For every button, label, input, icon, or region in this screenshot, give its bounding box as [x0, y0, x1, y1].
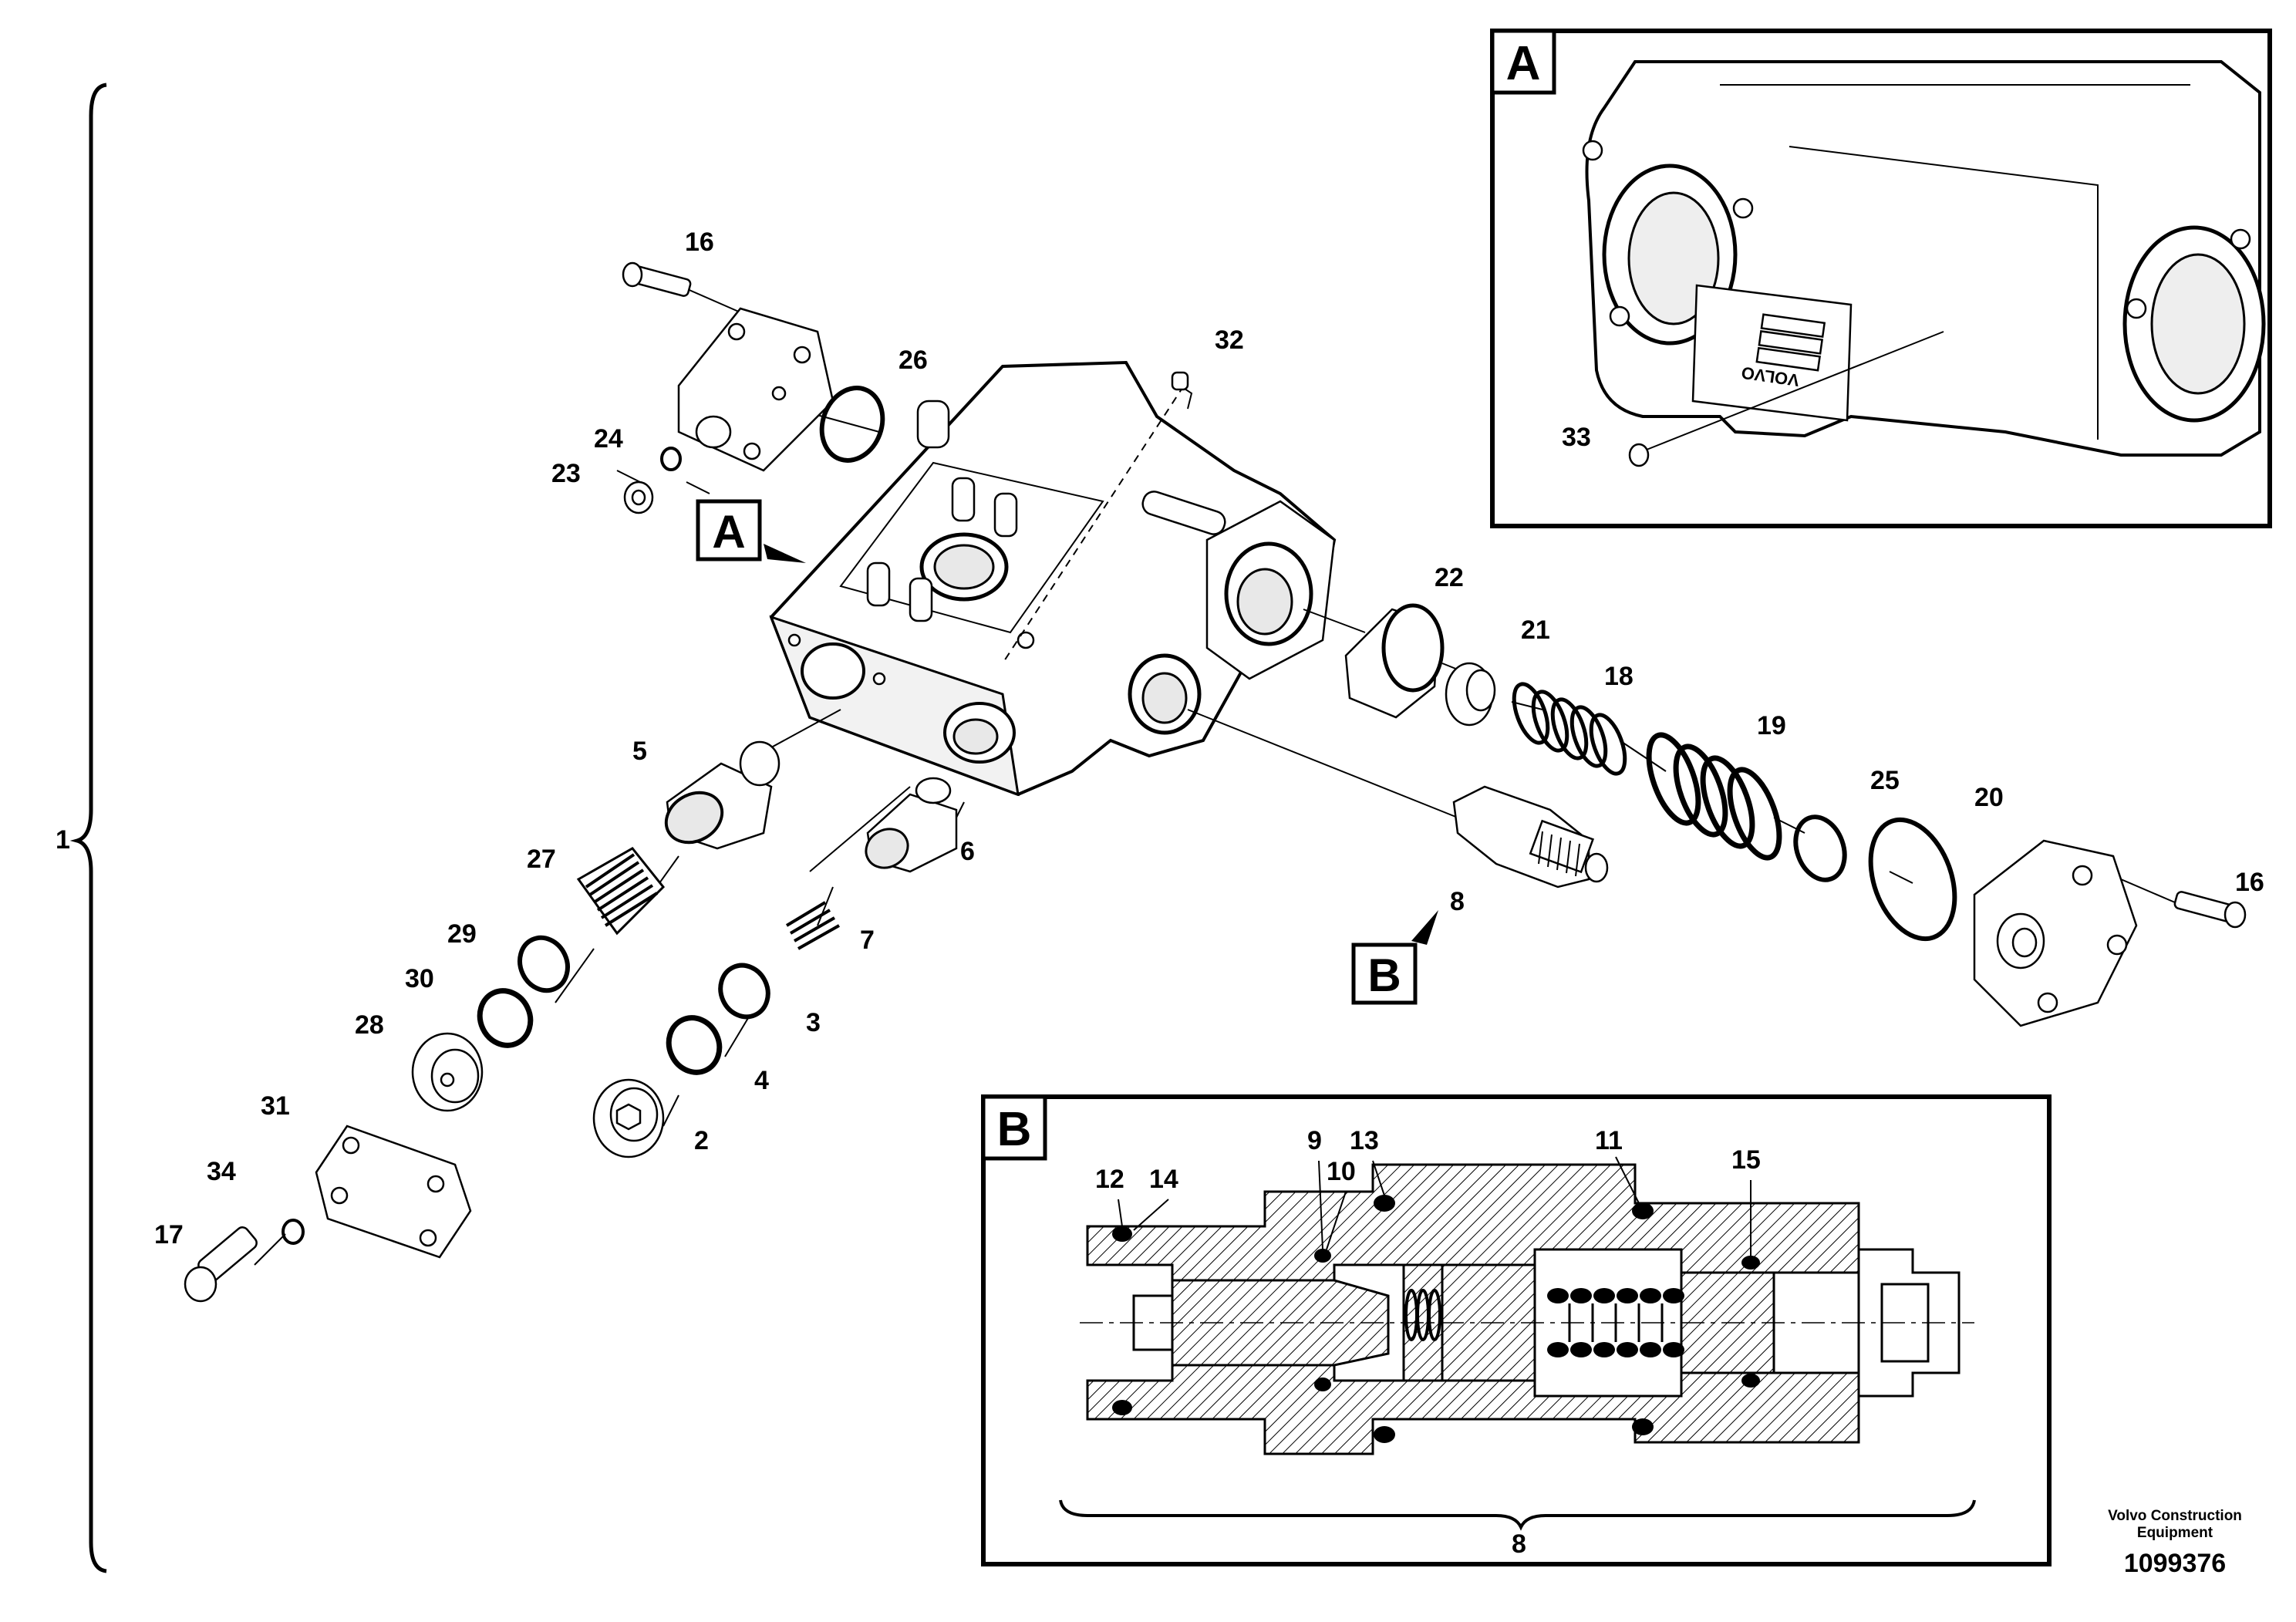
callout-19: 19 — [1757, 711, 1786, 740]
cover-31 — [315, 1125, 472, 1259]
callout-34: 34 — [207, 1157, 236, 1186]
spring-27 — [576, 847, 666, 936]
callout-6: 6 — [960, 837, 975, 866]
svg-text:A: A — [712, 506, 745, 558]
callout-1: 1 — [56, 825, 70, 855]
inset-a: A VOLVO 33 — [1490, 29, 2272, 528]
credit-line1: Volvo Construction — [2108, 1508, 2242, 1524]
cover-right — [1973, 839, 2138, 1027]
callout-33: 33 — [1562, 423, 1591, 452]
callout-25: 25 — [1870, 766, 1900, 795]
callout-8b: 8 — [1512, 1529, 1526, 1559]
callout-28: 28 — [355, 1010, 384, 1040]
sleeve-22 — [1344, 603, 1445, 719]
svg-text:B: B — [1367, 949, 1401, 1001]
ring-3 — [718, 963, 770, 1020]
svg-text:A: A — [1506, 37, 1541, 90]
callout-7: 7 — [860, 926, 875, 955]
inset-b: B — [981, 1094, 2052, 1566]
callout-21: 21 — [1521, 615, 1550, 645]
callout-20: 20 — [1974, 783, 2004, 812]
callout-3: 3 — [806, 1008, 821, 1037]
callout-9: 9 — [1307, 1126, 1322, 1155]
ring-25 — [1793, 814, 1847, 882]
callout-24: 24 — [594, 424, 623, 454]
callout-29: 29 — [447, 919, 477, 949]
ring-29 — [518, 935, 570, 993]
ring-4 — [666, 1015, 723, 1075]
spring-19 — [1646, 732, 1782, 861]
plug-32 — [1171, 371, 1189, 391]
view-label-a-main: A — [696, 499, 806, 563]
seat-21 — [1445, 662, 1496, 727]
callout-8: 8 — [1450, 887, 1465, 916]
callout-12: 12 — [1095, 1165, 1124, 1194]
plug-2 — [592, 1078, 665, 1158]
callout-27: 27 — [527, 845, 556, 874]
spring-18 — [1512, 682, 1627, 776]
svg-text:B: B — [997, 1103, 1032, 1156]
spring-7 — [785, 901, 840, 950]
callout-26: 26 — [899, 346, 928, 375]
piston-5 — [664, 740, 781, 850]
callout-18: 18 — [1604, 662, 1633, 691]
callout-14: 14 — [1149, 1165, 1178, 1194]
callout-32: 32 — [1215, 325, 1244, 355]
callout-31: 31 — [261, 1091, 290, 1121]
publisher-credit: Volvo Construction Equipment — [2082, 1508, 2267, 1542]
relief-cartridge-8 — [1452, 785, 1609, 889]
o-ring-20 — [1868, 817, 1957, 942]
washer-34 — [282, 1219, 305, 1245]
credit-line2: Equipment — [2136, 1525, 2213, 1541]
plug-28 — [411, 1032, 484, 1112]
callout-23: 23 — [551, 459, 581, 488]
callout-10: 10 — [1327, 1157, 1356, 1186]
cover-top — [677, 307, 834, 472]
piston-6 — [865, 777, 958, 873]
assembly-brace — [69, 83, 107, 1573]
callout-16a: 16 — [685, 228, 714, 257]
plug-23 — [623, 481, 654, 514]
bolt-16-right — [2173, 891, 2247, 929]
callout-5: 5 — [632, 737, 647, 766]
callout-17: 17 — [154, 1220, 184, 1249]
callout-4: 4 — [754, 1066, 769, 1095]
bolt-17 — [184, 1226, 258, 1303]
o-ring-26 — [819, 386, 885, 463]
view-label-b-main: B — [1351, 910, 1438, 1005]
callout-13: 13 — [1350, 1126, 1379, 1155]
document-number: 1099376 — [2123, 1549, 2227, 1578]
ring-30 — [477, 988, 534, 1048]
cartridge-section — [1080, 1163, 1974, 1455]
washer-24 — [660, 447, 682, 471]
callout-22: 22 — [1435, 563, 1464, 592]
callout-2: 2 — [694, 1126, 709, 1155]
callout-11: 11 — [1595, 1126, 1623, 1155]
callout-16b: 16 — [2235, 868, 2264, 897]
callout-15: 15 — [1731, 1145, 1761, 1175]
bolt-16-top — [622, 261, 692, 297]
valve-body — [769, 360, 1337, 797]
callout-30: 30 — [405, 964, 434, 993]
